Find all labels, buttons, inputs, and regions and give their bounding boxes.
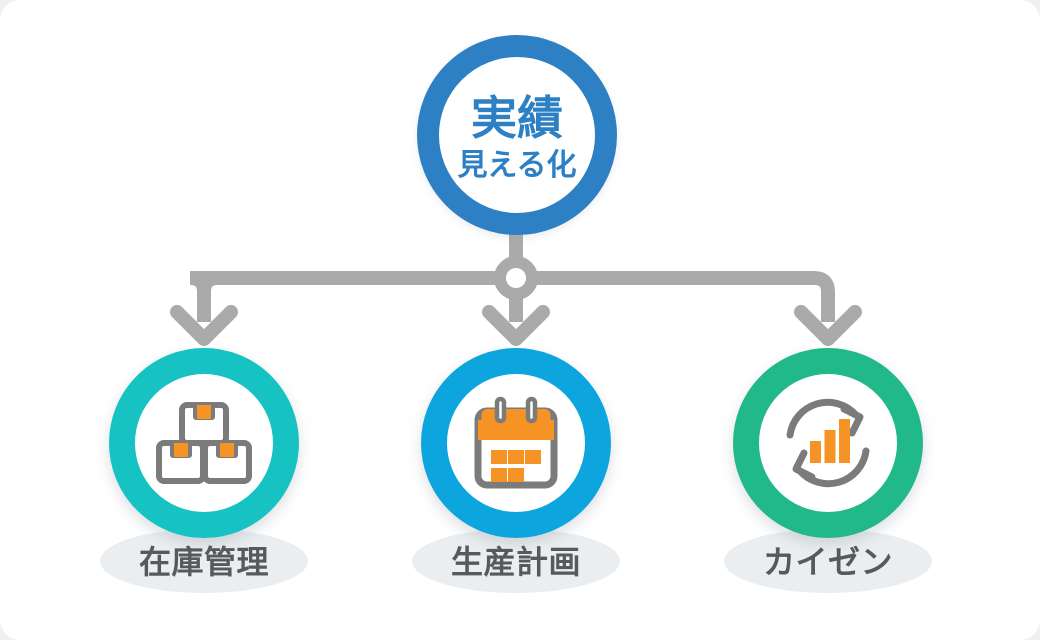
connector-hub-icon (494, 256, 538, 300)
connector-branch-left-corner (197, 271, 516, 322)
node-kaizen-label: カイゼン (763, 543, 893, 581)
node-production-plan-label: 生産計画 (451, 543, 581, 581)
node-inventory[interactable]: 在庫管理 (100, 348, 308, 593)
node-kaizen[interactable]: カイゼン (724, 348, 932, 593)
calendar-icon (478, 399, 554, 485)
root-node-subtitle: 見える化 (457, 148, 576, 183)
arrowhead-center (482, 305, 550, 346)
node-production-plan-label-ellipse (412, 529, 620, 593)
root-node-ring (417, 35, 617, 235)
node-production-plan[interactable]: 生産計画 (412, 348, 620, 593)
arrowhead-left (170, 305, 238, 346)
root-node-title: 実績 (471, 91, 563, 145)
connector-tree (170, 228, 862, 346)
connector-hub-center (506, 268, 526, 288)
node-inventory-label: 在庫管理 (139, 543, 269, 581)
node-kaizen-label-ellipse (724, 529, 932, 593)
arrowhead-right (794, 305, 862, 346)
root-node[interactable]: 実績 見える化 (417, 35, 617, 235)
connector-branch-right (516, 271, 835, 322)
node-inventory-label-ellipse (100, 529, 308, 593)
